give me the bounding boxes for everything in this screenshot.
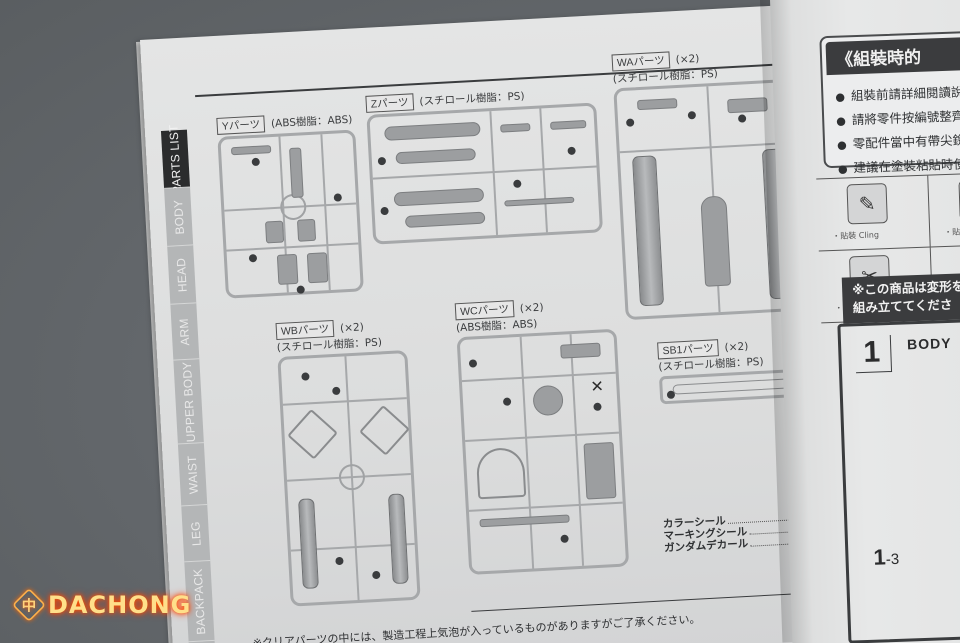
sprue-wc-frame: ✕ — [456, 328, 630, 575]
sprue-y-material: (ABS樹脂：ABS) — [270, 113, 353, 131]
tab-leg[interactable]: LEG — [181, 505, 211, 563]
footer-rule — [471, 591, 831, 612]
section-tabs: PARTS LIST BODY HEAD ARM UPPER BODY WAIS… — [160, 124, 218, 643]
tool-cell-cling: ✎ ・貼裝 Cling — [816, 175, 931, 252]
sprue-z-material: (スチロール樹脂：PS) — [419, 90, 525, 108]
tab-parts-list[interactable]: PARTS LIST — [160, 124, 191, 194]
sprue-wc-count: (×2) — [519, 301, 544, 315]
step-title: BODY — [906, 334, 952, 353]
sprue-sb1-count: (×2) — [724, 340, 749, 354]
sprue-wc: WCパーツ (×2) (ABS樹脂：ABS) ✕ — [454, 295, 630, 575]
brush-icon: ✎ — [846, 183, 888, 225]
tab-arm[interactable]: ARM — [170, 303, 200, 361]
watermark-text: DACHONG — [48, 591, 192, 619]
dachong-watermark: 中 DACHONG — [12, 588, 192, 622]
unused-part-mark: ✕ — [589, 376, 605, 397]
sprue-y: Yパーツ (ABS樹脂：ABS) — [216, 111, 364, 299]
sprue-wb-count: (×2) — [339, 321, 365, 335]
assembly-page: 《組裝時的 組裝前請詳細閱讀說明書 請將零件按編號整齊組 零配件當中有帶尖銳或 … — [770, 0, 960, 643]
tab-upper-body[interactable]: UPPER BODY — [173, 359, 204, 445]
sprue-wb-frame — [277, 350, 421, 607]
sprue-z-name: Zパーツ — [365, 93, 414, 113]
tab-waist[interactable]: WAIST — [177, 443, 208, 507]
sprue-z-frame — [366, 102, 604, 245]
clear-parts-footnote: ※クリアパーツの中には、製造工程上気泡が入っているものがありますがご了承ください… — [252, 612, 701, 643]
parts-list-page: PARTS LIST BODY HEAD ARM UPPER BODY WAIS… — [140, 4, 869, 643]
notice-list: 組裝前請詳細閱讀說明書 請將零件按編號整齊組 零配件當中有帶尖銳或 建議在塗裝粘… — [823, 68, 960, 181]
assembly-notice-box: 《組裝時的 組裝前請詳細閱讀說明書 請將零件按編號整齊組 零配件當中有帶尖銳或 … — [819, 28, 960, 175]
sprue-wa-count: (×2) — [675, 52, 700, 67]
substep-label: 1-3 — [873, 544, 900, 570]
tab-head[interactable]: HEAD — [167, 245, 197, 305]
sprue-y-name: Yパーツ — [216, 115, 266, 135]
step-box: 1 BODY — [837, 316, 960, 643]
transform-warning-banner: ※この商品は変形を 組み立ててくださ — [841, 270, 960, 324]
sprue-z: Zパーツ (スチロール樹脂：PS) — [365, 83, 604, 245]
tool-cell-sticker: ◢ ・貼紙的編 numbers on — [928, 171, 960, 248]
sprue-y-frame — [217, 129, 364, 299]
notice-title: 《組裝時的 — [825, 34, 960, 76]
sprue-wb: WBパーツ (×2) (スチロール樹脂：PS) — [275, 316, 421, 607]
dachong-logo-icon: 中 — [12, 588, 46, 622]
tab-body[interactable]: BODY — [164, 187, 194, 247]
step-number: 1 — [854, 335, 892, 374]
